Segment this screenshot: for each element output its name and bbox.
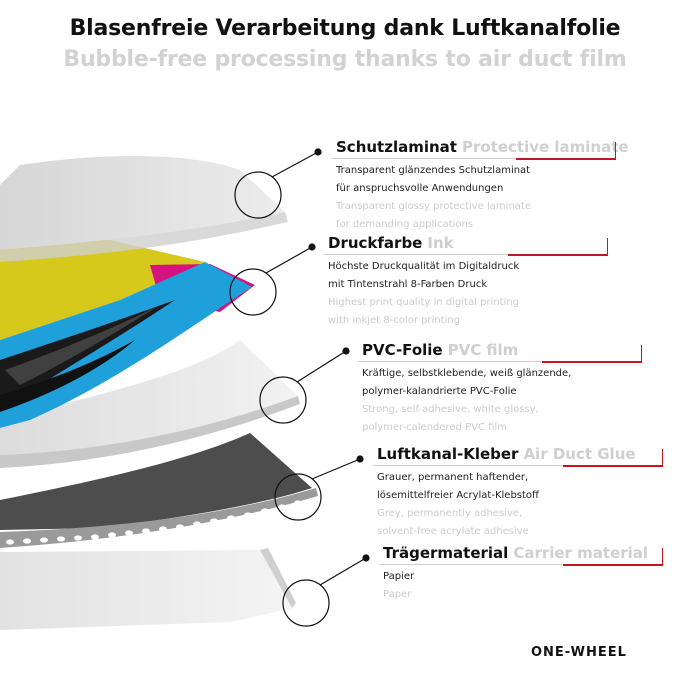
- glue-layer-edge: [0, 488, 318, 548]
- heading-red-accent: [508, 254, 608, 256]
- layer-name-en: Carrier material: [513, 544, 649, 562]
- heading-red-accent: [563, 465, 663, 467]
- ink-black-layer-lower: [0, 340, 135, 412]
- page-title: Blasenfreie Verarbeitung dank Luftkanalf…: [69, 16, 621, 41]
- layer-name-en: Air Duct Glue: [523, 445, 636, 463]
- heading-underline: [373, 465, 663, 466]
- laminate-layer: [0, 155, 285, 250]
- layer-name-de: PVC-Folie: [362, 341, 443, 359]
- layer-description-de: Kräftige, selbstklebende, weiß glänzende…: [362, 368, 572, 397]
- layer-description-en: Paper: [383, 589, 412, 600]
- heading-red-accent: [542, 361, 642, 363]
- heading-red-tick: [607, 238, 608, 255]
- heading-underline: [379, 564, 663, 565]
- layer-description-en: Transparent glossy protective laminate f…: [336, 201, 531, 230]
- heading-red-tick: [641, 345, 642, 362]
- layer-description-de: Papier: [383, 571, 415, 582]
- heading-red-accent: [516, 158, 616, 160]
- layer-name-de: Luftkanal-Kleber: [377, 445, 519, 463]
- layer-description-en: Strong, self-adhesive, white glossy, pol…: [362, 404, 539, 433]
- heading-underline: [324, 254, 608, 255]
- air-channel-dots: [6, 500, 302, 545]
- laminate-layer-edge: [0, 212, 288, 262]
- ink-black-shine: [5, 305, 160, 385]
- layer-name-en: Protective laminate: [461, 138, 629, 156]
- callout-markers: [229, 148, 370, 627]
- heading-red-tick: [662, 548, 663, 565]
- layer-description-en: Grey, permanently adhesive, solvent-free…: [377, 508, 529, 537]
- heading-red-accent: [563, 564, 663, 566]
- ink-black-layer: [0, 300, 175, 405]
- glue-layer: [0, 433, 312, 530]
- heading-red-tick: [662, 449, 663, 466]
- page-subtitle: Bubble-free processing thanks to air duc…: [63, 47, 627, 72]
- layer-description-de: Höchste Druckqualität im Digitaldruck mi…: [328, 261, 520, 290]
- layer-name-en: Ink: [427, 234, 454, 252]
- carrier-layer: [0, 550, 292, 630]
- layer-name-de: Trägermaterial: [383, 544, 509, 562]
- layer-name-de: Schutzlaminat: [336, 138, 457, 156]
- heading-red-tick: [615, 142, 616, 159]
- layer-description-en: Highest print quality in digital printin…: [328, 297, 520, 326]
- heading-underline: [358, 361, 642, 362]
- layer-description-de: Transparent glänzendes Schutzlaminat für…: [336, 165, 531, 194]
- pvc-layer: [0, 340, 298, 455]
- pvc-layer-edge: [0, 396, 300, 468]
- heading-underline: [332, 158, 616, 159]
- layer-name-en: PVC film: [447, 341, 519, 359]
- layer-name-de: Druckfarbe: [328, 234, 423, 252]
- carrier-layer-edge: [260, 548, 296, 608]
- brand-logo: ONE-WHEEL: [531, 645, 627, 660]
- layer-description-de: Grauer, permanent haftender, lösemittelf…: [377, 472, 539, 501]
